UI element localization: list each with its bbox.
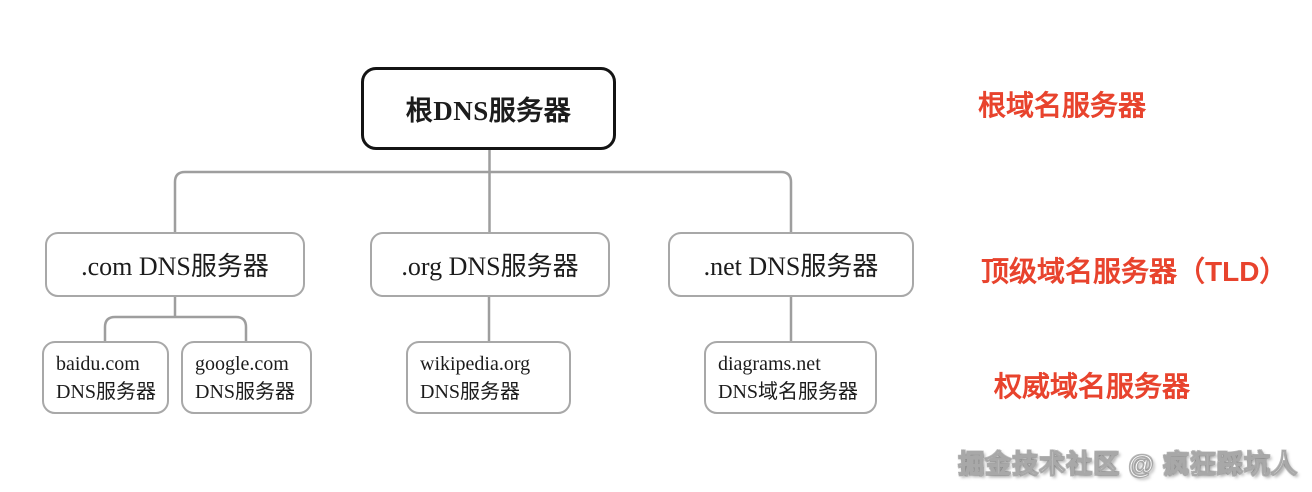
auth-wikipedia-domain: wikipedia.org <box>420 352 531 375</box>
root-dns-label: 根DNS服务器 <box>405 96 572 126</box>
auth-wikipedia-label: DNS服务器 <box>420 380 521 403</box>
tld-org-label: .org DNS服务器 <box>401 252 579 281</box>
root-dns-node: 根DNS服务器 <box>361 67 616 150</box>
connector-main-rail <box>173 170 793 232</box>
tld-com-label: .com DNS服务器 <box>81 252 269 281</box>
tld-node-net: .net DNS服务器 <box>668 232 914 297</box>
tld-net-label: .net DNS服务器 <box>703 252 879 281</box>
auth-baidu-domain: baidu.com <box>56 352 140 375</box>
auth-diagrams-domain: diagrams.net <box>718 352 821 375</box>
annotation-root-tier: 根域名服务器 <box>978 90 1147 121</box>
auth-node-diagrams: diagrams.net DNS域名服务器 <box>704 341 877 414</box>
auth-baidu-label: DNS服务器 <box>56 380 157 403</box>
auth-node-baidu: baidu.com DNS服务器 <box>42 341 169 414</box>
auth-google-domain: google.com <box>195 352 289 375</box>
auth-diagrams-label: DNS域名服务器 <box>718 380 859 403</box>
watermark: 掘金技术社区 @ 疯狂踩坑人 <box>958 449 1298 480</box>
tld-node-com: .com DNS服务器 <box>45 232 305 297</box>
annotation-authoritative-tier: 权威域名服务器 <box>994 371 1191 402</box>
connector-com-rail <box>103 315 248 341</box>
annotation-tld-tier: 顶级域名服务器（TLD） <box>981 256 1288 287</box>
auth-node-google: google.com DNS服务器 <box>181 341 312 414</box>
auth-node-wikipedia: wikipedia.org DNS服务器 <box>406 341 571 414</box>
tld-node-org: .org DNS服务器 <box>370 232 610 297</box>
auth-google-label: DNS服务器 <box>195 380 296 403</box>
